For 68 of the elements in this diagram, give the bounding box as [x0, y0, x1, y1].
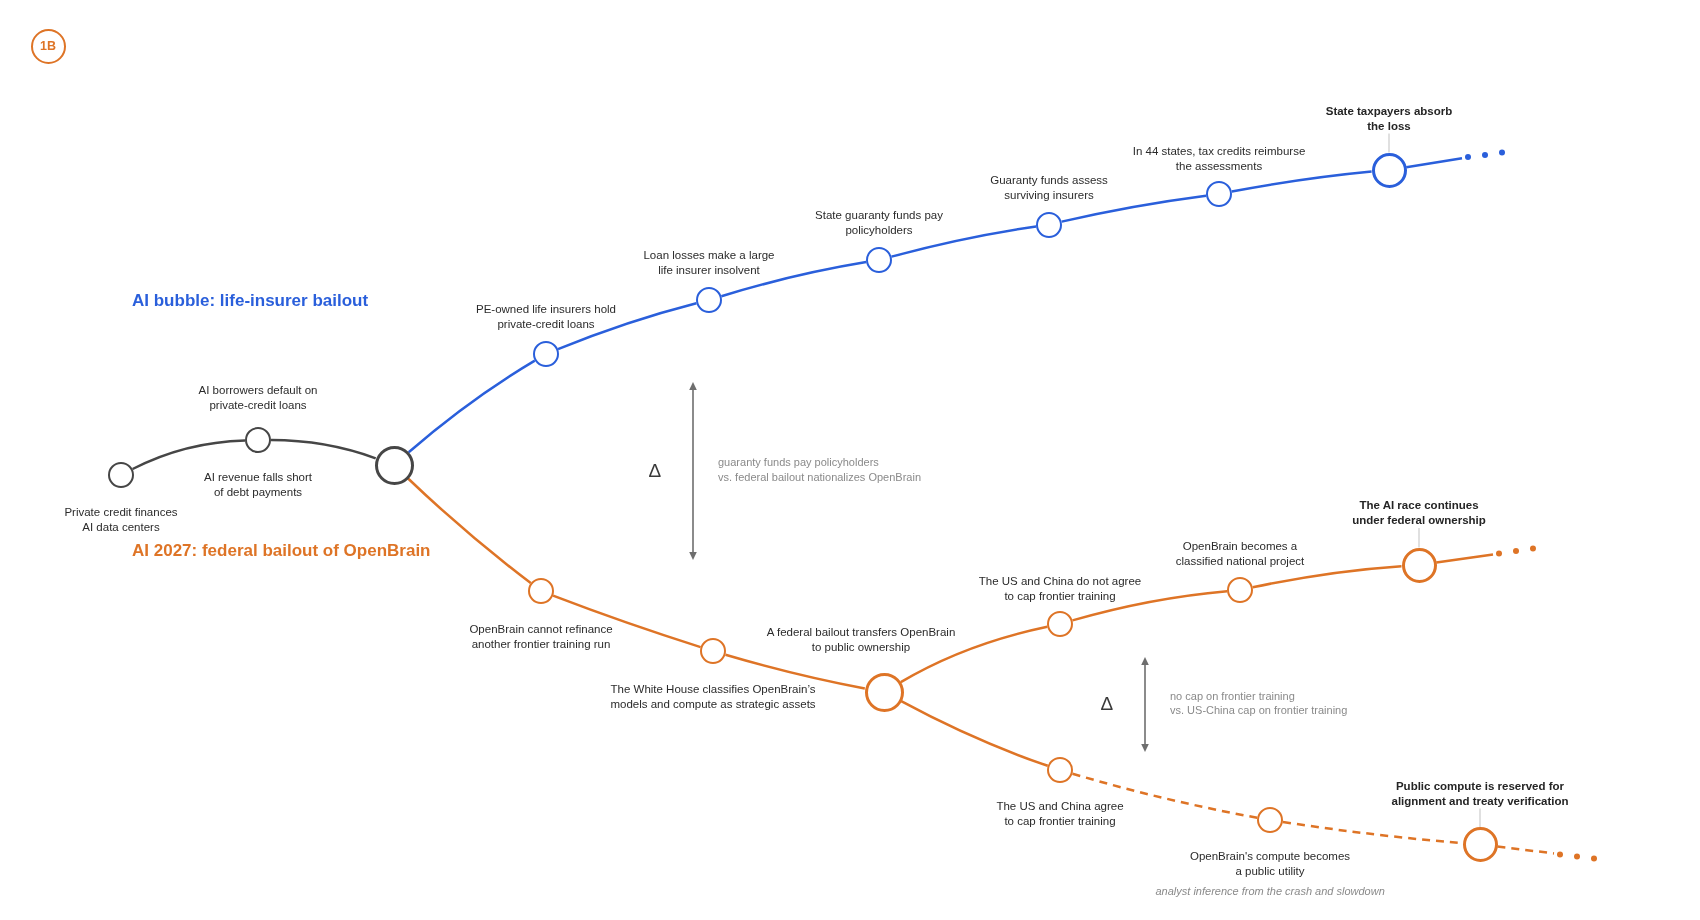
timeline-line [1072, 772, 1258, 819]
event-label: In 44 states, tax credits reimburse the assessments [1131, 143, 1307, 174]
event-circle [1036, 211, 1062, 238]
event-label: Loan losses make a large life insurer insolvent [642, 247, 776, 278]
event-circle [1047, 757, 1073, 783]
timeline-line [721, 260, 867, 298]
step-badge: 1B [30, 28, 66, 64]
event-circle [528, 578, 554, 604]
timeline-line [1252, 564, 1402, 589]
event-label: State guaranty funds pay policyholders [814, 208, 944, 238]
ellipsis-icon [1462, 149, 1506, 161]
event-label: OpenBrain cannot refinance another frontier training run [468, 622, 614, 652]
junction-circle [864, 672, 904, 712]
event-label: A federal bailout transfers OpenBrain to public ownership [765, 625, 957, 655]
outcome-label: Public compute is reserved for alignment and treaty verification [1388, 778, 1572, 809]
event-label: PE-owned life insurers hold private-credit loans [475, 301, 617, 332]
timeline-line [1436, 553, 1494, 564]
branch-title: AI bubble: life-insurer bailout [132, 291, 369, 311]
event-circle [1227, 577, 1253, 603]
event-circle [533, 341, 559, 367]
event-label: OpenBrain's compute becomes a public utility [1188, 849, 1352, 879]
outcome-circle [1371, 152, 1407, 188]
event-label: Private credit finances AI data centers [63, 504, 179, 535]
junction-circle [374, 445, 414, 485]
event-label: AI borrowers default on private-credit loans [197, 382, 319, 413]
comparison-note: vs. US-China cap on frontier training [1170, 703, 1348, 718]
event-circle [1047, 611, 1073, 637]
timeline-line [1061, 194, 1207, 223]
comparison-note: vs. federal bailout nationalizes OpenBrain [718, 469, 921, 484]
event-circle [245, 427, 271, 453]
event-label: The White House classifies OpenBrain’s models and compute as strategic assets [609, 681, 817, 712]
footnote: analyst inference from the crash and slowdown [1155, 884, 1385, 898]
timeline-line [1497, 845, 1555, 855]
event-label: The US and China agree to cap frontier training [995, 799, 1125, 829]
timeline-line [1231, 170, 1372, 193]
ellipsis-icon [1554, 850, 1598, 862]
event-label: Guaranty funds assess surviving insurers [989, 172, 1109, 203]
event-label: OpenBrain becomes a classified national project [1174, 538, 1306, 569]
event-circle [866, 247, 892, 273]
timeline-line [900, 625, 1048, 684]
event-circle [108, 462, 134, 488]
comparison-note: guaranty funds pay policyholders [718, 455, 879, 470]
timeline-line [1072, 589, 1228, 622]
timeline-line [407, 359, 536, 454]
delta-symbol: Δ [648, 460, 662, 482]
timeline-line [552, 594, 701, 649]
comparison-note: no cap on frontier training [1170, 689, 1295, 704]
ellipsis-icon [1493, 545, 1537, 558]
delta-symbol: Δ [1100, 693, 1114, 715]
timeline-line [557, 302, 697, 351]
branch-title: AI 2027: federal bailout of OpenBrain [132, 541, 431, 561]
timeline-line [900, 700, 1049, 767]
event-circle [1206, 181, 1232, 207]
event-label: The US and China do not agree to cap frontier training [977, 573, 1143, 604]
event-circle [696, 287, 722, 313]
event-label: AI revenue falls short of debt payments [203, 469, 313, 500]
outcome-label: The AI race continues under federal ownership [1349, 498, 1489, 528]
timeline-line [271, 438, 377, 460]
outcome-label: State taxpayers absorb the loss [1322, 103, 1456, 134]
timeline-line [1406, 157, 1463, 169]
timeline-line [132, 439, 246, 471]
event-circle [700, 638, 726, 664]
timeline-line [407, 477, 532, 585]
timeline-line [725, 653, 866, 690]
event-circle [1257, 807, 1283, 833]
timeline-line [891, 225, 1037, 258]
outcome-circle [1462, 827, 1498, 862]
outcome-circle [1401, 547, 1437, 583]
